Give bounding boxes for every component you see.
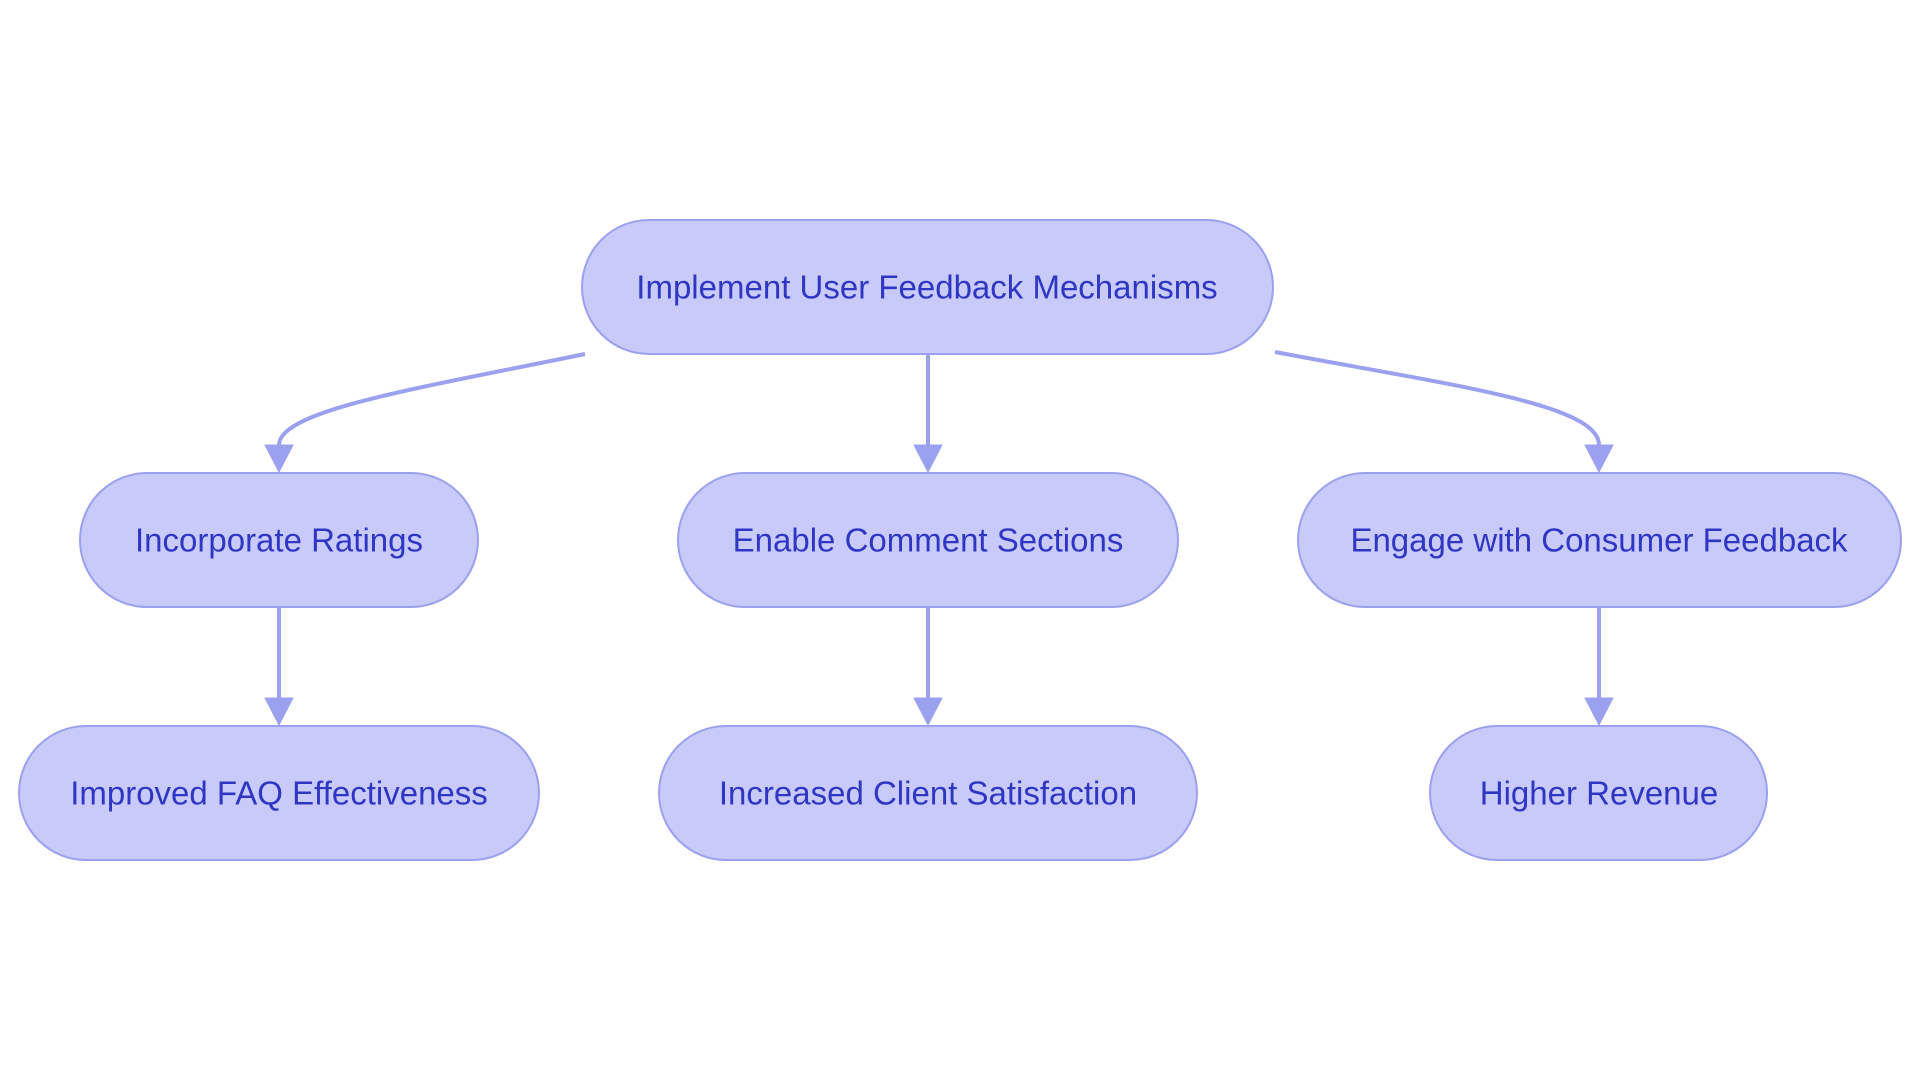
node-satisfaction-label: Increased Client Satisfaction [719, 775, 1137, 812]
node-ratings-label: Incorporate Ratings [135, 522, 423, 559]
node-ratings: Incorporate Ratings [79, 472, 479, 608]
edges [264, 350, 1614, 726]
node-engage-shape [1297, 472, 1902, 608]
arrow-root-to-engage [1584, 444, 1614, 473]
node-faq: Improved FAQ Effectiveness [18, 725, 540, 861]
arrow-comments-to-satisfaction [913, 697, 943, 726]
node-revenue-shape [1429, 725, 1768, 861]
node-faq-shape [18, 725, 540, 861]
node-engage: Engage with Consumer Feedback [1297, 472, 1902, 608]
arrow-ratings-to-faq [264, 697, 294, 726]
node-faq-label: Improved FAQ Effectiveness [70, 775, 488, 812]
arrow-root-to-ratings [264, 444, 294, 473]
arrow-engage-to-revenue [1584, 697, 1614, 726]
node-root: Implement User Feedback Mechanisms [581, 219, 1274, 355]
node-comments-shape [677, 472, 1179, 608]
node-comments: Enable Comment Sections [677, 472, 1179, 608]
edge-root-to-ratings [277, 352, 586, 446]
arrow-root-to-comments [913, 444, 943, 473]
edge-root-to-engage [1274, 350, 1601, 446]
node-satisfaction-shape [658, 725, 1198, 861]
node-engage-label: Engage with Consumer Feedback [1350, 522, 1848, 559]
node-satisfaction: Increased Client Satisfaction [658, 725, 1198, 861]
node-root-label: Implement User Feedback Mechanisms [636, 269, 1217, 306]
node-ratings-shape [79, 472, 479, 608]
node-revenue-label: Higher Revenue [1480, 775, 1718, 812]
node-comments-label: Enable Comment Sections [733, 522, 1124, 559]
node-revenue: Higher Revenue [1429, 725, 1768, 861]
node-root-shape [581, 219, 1274, 355]
